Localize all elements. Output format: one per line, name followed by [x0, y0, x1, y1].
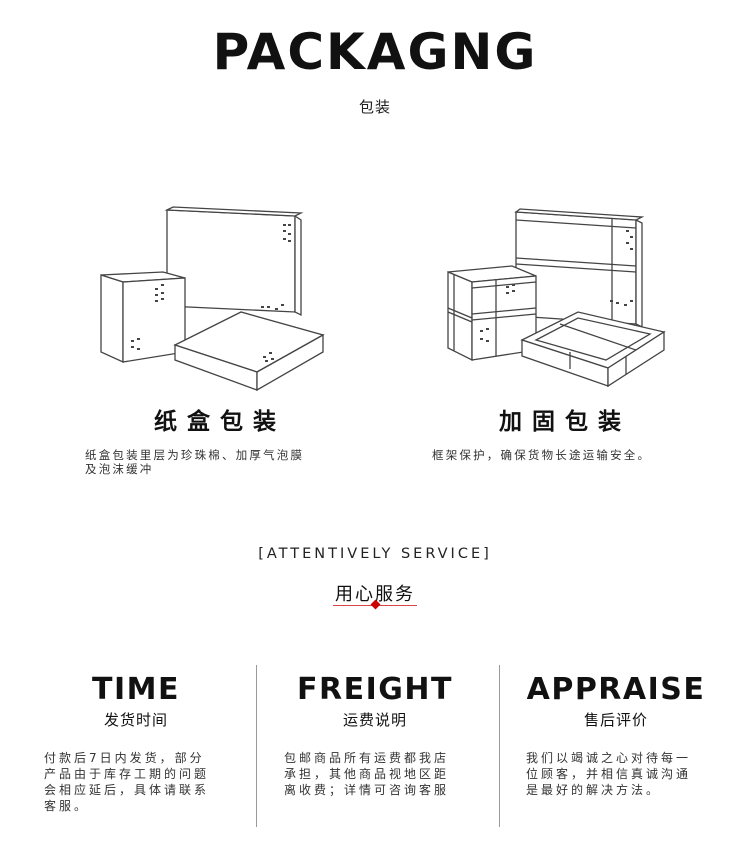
- appraise-desc-line: 位顾客，并相信真诚沟通: [526, 767, 692, 781]
- time-desc-line: 产品由于库存工期的问题: [44, 767, 210, 781]
- service-title-en: [ATTENTIVELY SERVICE]: [258, 546, 492, 562]
- appraise-title-cn: 售后评价: [583, 711, 648, 729]
- appraise-desc: 我们以竭诚之心对待每一 位顾客，并相信真诚沟通 是最好的解决方法。: [526, 750, 736, 798]
- column-divider: [256, 665, 257, 827]
- freight-title-cn: 运费说明: [342, 711, 407, 729]
- reinforced-desc-line: 框架保护，确保货物长途运输安全。: [432, 448, 652, 462]
- appraise-desc-line: 是最好的解决方法。: [526, 783, 662, 797]
- carton-boxes-illustration: [100, 206, 325, 392]
- reinforced-crate-illustration: [447, 208, 666, 388]
- freight-title-en: FREIGHT: [297, 672, 453, 707]
- time-desc-line: 付款后7日内发货，部分: [44, 751, 205, 765]
- freight-desc-line: 承担，其他商品视地区距: [284, 767, 450, 781]
- freight-desc: 包邮商品所有运费都我店 承担，其他商品视地区距 离收费；详情可咨询客服: [284, 750, 489, 798]
- carton-desc-line: 及泡沫缓冲: [85, 462, 154, 476]
- page-subtitle: 包装: [358, 98, 391, 116]
- appraise-desc-line: 我们以竭诚之心对待每一: [526, 751, 692, 765]
- column-divider: [499, 665, 500, 827]
- time-desc-line: 客服。: [44, 799, 90, 813]
- time-title-en: TIME: [92, 672, 180, 707]
- page-title: PACKAGNG: [212, 23, 538, 81]
- reinforced-package-desc: 框架保护，确保货物长途运输安全。: [432, 448, 742, 462]
- freight-desc-line: 包邮商品所有运费都我店: [284, 751, 450, 765]
- time-desc: 付款后7日内发货，部分 产品由于库存工期的问题 会相应延后，具体请联系 客服。: [44, 750, 249, 814]
- reinforced-package-title: 加固包装: [499, 409, 631, 435]
- freight-desc-line: 离收费；详情可咨询客服: [284, 783, 450, 797]
- time-desc-line: 会相应延后，具体请联系: [44, 783, 210, 797]
- carton-package-title: 纸盒包装: [154, 409, 286, 435]
- carton-package-desc: 纸盒包装里层为珍珠棉、加厚气泡膜 及泡沫缓冲: [85, 448, 385, 476]
- carton-desc-line: 纸盒包装里层为珍珠棉、加厚气泡膜: [85, 448, 305, 462]
- time-title-cn: 发货时间: [103, 711, 168, 729]
- appraise-title-en: APPRAISE: [526, 672, 706, 707]
- service-title-cn: 用心服务: [335, 584, 415, 605]
